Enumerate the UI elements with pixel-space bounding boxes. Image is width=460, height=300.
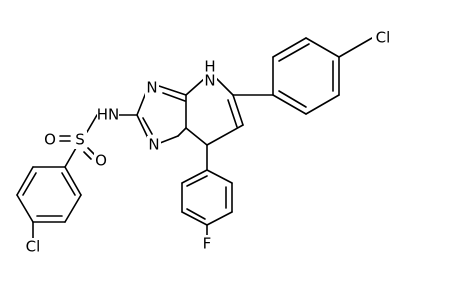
chlorine-atom-label: Cl [376, 29, 391, 47]
bond [278, 43, 310, 62]
bond [338, 37, 373, 58]
bond [185, 78, 205, 96]
bond [64, 194, 82, 223]
bond [278, 90, 307, 108]
bond [185, 127, 208, 146]
bond [272, 37, 307, 58]
bond [87, 147, 96, 156]
triazole-nitrogen-label: N [146, 79, 157, 97]
bond-network [16, 37, 373, 239]
bond [305, 94, 340, 115]
bond [206, 211, 233, 226]
bond [61, 172, 76, 196]
amide-nh-label: HN [97, 106, 120, 124]
oxygen-atom-label: O [95, 152, 107, 170]
bond [83, 151, 92, 160]
bond [162, 92, 186, 102]
bond [186, 208, 206, 220]
bond [215, 77, 234, 96]
atom-labels: Cl H N HN N N S O O Cl F [22, 29, 394, 256]
bond [227, 99, 238, 128]
bond [16, 194, 34, 223]
triazole-nitrogen-label: N [148, 136, 159, 154]
nitrogen-atom-label: N [204, 72, 215, 90]
bond [22, 172, 37, 196]
bond [206, 169, 233, 184]
bond [186, 175, 208, 187]
bond [158, 85, 187, 96]
sulfur-atom-label: S [75, 131, 85, 149]
bond [177, 127, 187, 137]
hydrogen-atom-label: H [204, 58, 215, 76]
bond [16, 166, 34, 196]
bond [136, 114, 149, 139]
bond [232, 94, 244, 126]
bond [305, 37, 340, 58]
bond [64, 147, 77, 168]
bond [86, 114, 98, 133]
bond [206, 124, 244, 146]
bond [181, 211, 208, 226]
bond [142, 117, 153, 135]
bond [64, 166, 82, 196]
fluorine-atom-label: F [203, 235, 212, 253]
chlorine-atom-label: Cl [26, 238, 41, 256]
oxygen-atom-label: O [44, 131, 56, 149]
bond [272, 94, 307, 115]
bond [181, 169, 208, 184]
bond [159, 135, 179, 144]
